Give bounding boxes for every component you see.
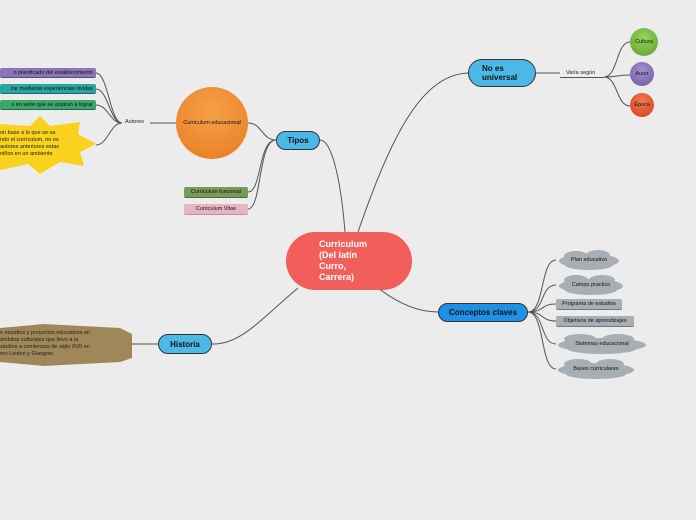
concept-plan-educativo-label: Plan educativo <box>570 257 608 263</box>
epoca-label: Época <box>634 102 650 108</box>
concept-sistemas-educacional-label: Sistemas educacional <box>575 341 629 347</box>
autor-node[interactable]: Autor <box>630 62 654 86</box>
curriculum-educacional-node[interactable]: Curriculum educacional <box>176 87 248 159</box>
concept-objetivos-aprendizajes[interactable]: Objetivos de aprendizajes <box>556 316 634 327</box>
cloud-shape <box>558 359 634 379</box>
curriculum-funcional-node[interactable]: Curriculum funcional <box>184 187 248 198</box>
varia-underline <box>560 77 604 78</box>
cloud-shape <box>558 334 646 354</box>
autor-label: Autor <box>635 71 649 77</box>
concept-campo-practico[interactable]: Campo practico <box>556 274 626 296</box>
autor-item-1-label: o planificado del establecimiento <box>13 69 94 76</box>
star-text: on base a lo que se va ndo el currículum… <box>0 130 60 157</box>
conceptos-node[interactable]: Conceptos claves <box>438 303 528 322</box>
historia-box-shape <box>0 324 132 366</box>
concept-programa-estudios[interactable]: Programa de estudios <box>556 299 622 310</box>
cultura-label: Cultura <box>635 39 653 45</box>
no-universal-label: No es universal <box>482 64 518 82</box>
curriculum-vitae-node[interactable]: Curriculum Vitae <box>184 204 248 215</box>
curriculum-educacional-label: Curriculum educacional <box>183 120 241 126</box>
conceptos-label: Conceptos claves <box>448 308 518 317</box>
autor-item-1[interactable]: o planificado del establecimiento <box>0 68 96 78</box>
historia-node[interactable]: Historia <box>158 334 212 354</box>
star-shape <box>0 116 96 174</box>
cloud-shape <box>559 250 619 270</box>
concept-campo-practico-label: Campo practico <box>571 282 611 288</box>
autores-label: Autores <box>125 119 144 125</box>
cloud-shape <box>559 275 623 295</box>
autor-item-3[interactable]: s en serie que se aspiran a lograr <box>0 100 96 110</box>
concept-sistemas-educacional[interactable]: Sistemas educacional <box>556 333 648 355</box>
autor-item-2-label: zar mediante experiencias vividas <box>10 85 93 92</box>
concept-objetivos-aprendizajes-label: Objetivos de aprendizajes <box>563 318 627 324</box>
curriculum-vitae-label: Curriculum Vitae <box>195 206 237 212</box>
varia-label: Varía según <box>566 70 596 76</box>
historia-label: Historia <box>170 339 200 349</box>
central-topic[interactable]: Curriculum (Del latín Curro, Carrera) <box>286 232 412 290</box>
autor-item-3-label: s en serie que se aspiran a lograr <box>11 101 93 108</box>
curriculum-funcional-label: Curriculum funcional <box>190 189 242 195</box>
no-universal-node[interactable]: No es universal <box>468 59 536 87</box>
tipos-node[interactable]: Tipos <box>276 131 320 150</box>
autor-item-2[interactable]: zar mediante experiencias vividas <box>0 84 96 94</box>
central-title: Curriculum (Del latín Curro, Carrera) <box>319 239 368 282</box>
cultura-node[interactable]: Cultura <box>630 28 658 56</box>
tipos-label: Tipos <box>287 136 309 145</box>
concept-bases-curriculares[interactable]: Bases curriculares <box>556 358 636 380</box>
concept-programa-estudios-label: Programa de estudios <box>562 301 616 307</box>
epoca-node[interactable]: Época <box>630 93 654 117</box>
historia-text: e estudios y proyectos educativos en ámb… <box>0 330 91 357</box>
concept-bases-curriculares-label: Bases curriculares <box>573 366 619 372</box>
concept-plan-educativo[interactable]: Plan educativo <box>556 250 622 270</box>
